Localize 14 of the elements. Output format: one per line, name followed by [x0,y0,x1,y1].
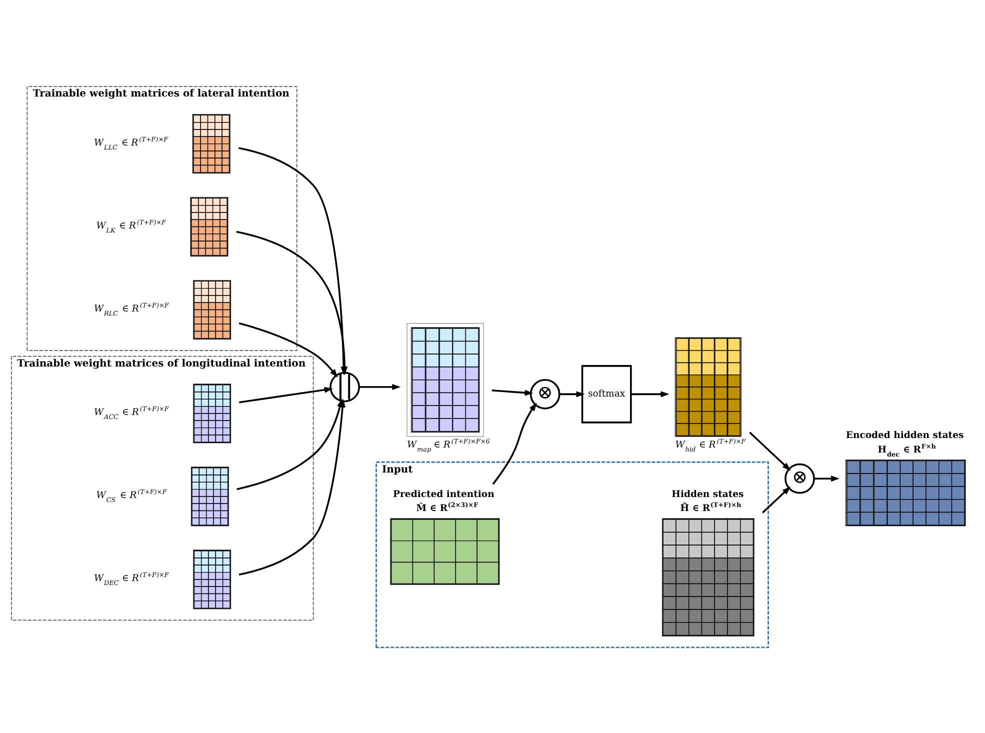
node-label: H$_{dec}$ ∈ R$^{F×h}$ [878,442,936,458]
node-label: H̃ ∈ R$^{(T+F)×h}$ [680,500,742,514]
node-label: Hidden states [672,488,744,500]
node-label: Encoded hidden states [846,430,964,441]
node-label: W$_{ACC}$ ∈ R$^{(T+F)×F}$ [94,404,169,421]
node-label: W$_{map}$ ∈ R$^{(T+F)×F×6}$ [407,436,490,453]
node-label: W$_{CS}$ ∈ R$^{(T+F)×F}$ [96,488,167,504]
node-label: W$_{DEC}$ ∈ R$^{(T+F)×F}$ [94,570,169,587]
node-label: M̂ ∈ R$^{(2×3)×F}$ [416,500,478,514]
node-label: Predicted intention [393,488,494,500]
node-label: W$_{LLC}$ ∈ R$^{(T+F)×F}$ [94,135,168,152]
node-label: W$_{hid}$ ∈ R$^{(T+F)×F}$ [675,436,746,453]
node-label: W$_{RLC}$ ∈ R$^{(T+F)×F}$ [94,300,169,317]
node-label: W$_{LK}$ ∈ R$^{(T+F)×F}$ [96,218,166,234]
